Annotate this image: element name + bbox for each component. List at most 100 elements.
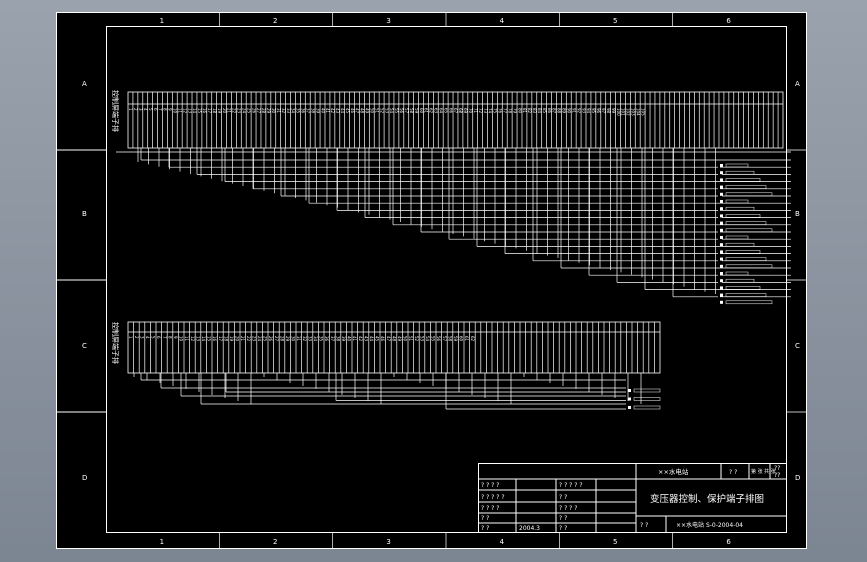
- terminal-label: 94: [586, 108, 591, 114]
- strip-bottom-frame: [127, 321, 661, 374]
- drawing-code: ××水电站 S-0-2004-04: [676, 521, 743, 529]
- legend-marker: [720, 221, 723, 225]
- legend-marker: [720, 171, 723, 175]
- legend-marker: [720, 286, 723, 290]
- sheet-number: ??: [774, 465, 780, 472]
- title-block-frame: [478, 463, 787, 533]
- terminal-label: 30: [271, 108, 276, 114]
- terminal-label: 42: [358, 336, 363, 342]
- title-block-cell: ? ?: [481, 525, 489, 532]
- terminal-label: 53: [419, 336, 424, 342]
- legend-marker: [720, 279, 723, 283]
- terminal-label: 15: [207, 336, 212, 342]
- terminal-label: 36: [301, 108, 306, 114]
- terminal-label: 50: [370, 108, 375, 114]
- terminal-label: 46: [350, 108, 355, 114]
- terminal-label: 104: [635, 108, 640, 116]
- terminal-label: 37: [330, 336, 335, 342]
- wiring-top: [116, 148, 791, 305]
- terminal-label: 11: [184, 336, 189, 342]
- terminal-label: 60: [459, 336, 464, 342]
- terminal-label: 7: [162, 336, 167, 339]
- legend-marker: [720, 236, 723, 239]
- terminal-label: 95: [591, 108, 596, 114]
- terminal-label: 17: [218, 336, 223, 342]
- terminal-label: 75: [493, 108, 498, 114]
- outer-border: [56, 12, 807, 549]
- terminal-label: 26: [268, 336, 273, 342]
- column-label-bottom: 2: [273, 538, 277, 546]
- terminal-label: 102: [626, 108, 631, 116]
- terminal-label: 84: [537, 108, 542, 114]
- terminal-label: 6: [153, 108, 158, 111]
- legend-text-mark: [725, 257, 767, 261]
- legend-marker: [720, 192, 723, 196]
- legend-marker: [720, 250, 723, 254]
- legend-text-mark: [725, 199, 749, 204]
- terminal-label: 65: [443, 108, 448, 114]
- terminal-label: 87: [552, 108, 557, 114]
- terminal-label: 38: [310, 108, 315, 114]
- terminal-label: 90: [567, 108, 572, 114]
- terminal-label: 67: [453, 108, 458, 114]
- title-block-cell: ? ?: [481, 515, 489, 522]
- terminal-label: 89: [562, 108, 567, 114]
- title-block-cell: ? ?: [559, 494, 567, 501]
- row-label-right: D: [795, 474, 800, 482]
- terminal-label: 48: [360, 108, 365, 114]
- wiring-bottom: [133, 373, 661, 410]
- terminal-label: 40: [320, 108, 325, 114]
- terminal-label: 98: [606, 108, 611, 114]
- terminal-label: 57: [442, 336, 447, 342]
- terminal-label: 48: [391, 336, 396, 342]
- legend-marker: [628, 397, 631, 401]
- legend-text-mark: [725, 293, 767, 297]
- terminal-label: 61: [424, 108, 429, 114]
- terminal-label: 71: [473, 108, 478, 114]
- terminal-label: 6: [156, 336, 161, 339]
- strip-top-title: 控制屏端子排: [111, 90, 120, 132]
- terminal-label: 62: [470, 336, 475, 342]
- terminal-label: 4: [143, 108, 148, 111]
- terminal-label: 12: [190, 336, 195, 342]
- terminal-label: 2: [133, 108, 138, 111]
- legend-text-mark: [725, 278, 755, 283]
- terminal-label: 58: [447, 336, 452, 342]
- terminal-label: 8: [163, 108, 168, 111]
- row-label-left: D: [82, 474, 87, 482]
- terminal-label: 39: [315, 108, 320, 114]
- terminal-label: 9: [173, 336, 178, 339]
- terminal-label: 35: [319, 336, 324, 342]
- terminal-label: 68: [458, 108, 463, 114]
- terminal-label: 70: [468, 108, 473, 114]
- legend-marker: [720, 164, 723, 167]
- row-label-left: C: [82, 342, 87, 350]
- legend-text-mark: [725, 206, 755, 211]
- terminal-label: 10: [179, 336, 184, 342]
- terminal-label: 86: [547, 108, 552, 114]
- terminal-label: 47: [386, 336, 391, 342]
- row-label-right: A: [795, 80, 800, 88]
- row-label-right: C: [795, 342, 800, 350]
- terminal-label: 1: [128, 336, 133, 339]
- terminal-label: 74: [488, 108, 493, 114]
- terminal-label: 20: [235, 336, 240, 342]
- terminal-label: 26: [251, 108, 256, 114]
- terminal-label: 97: [601, 108, 606, 114]
- row-label-right: B: [795, 210, 800, 218]
- company-name: ××水电站: [658, 467, 689, 476]
- title-block-cell: ? ? ? ? ?: [481, 494, 505, 501]
- terminal-label: 72: [478, 108, 483, 114]
- terminal-label: 59: [453, 336, 458, 342]
- inner-border: [106, 26, 787, 533]
- column-label-bottom: 1: [160, 538, 164, 546]
- terminal-label: 15: [197, 108, 202, 114]
- terminal-label: 2: [134, 336, 139, 339]
- terminal-label: 41: [352, 336, 357, 342]
- terminal-label: 103: [631, 108, 636, 116]
